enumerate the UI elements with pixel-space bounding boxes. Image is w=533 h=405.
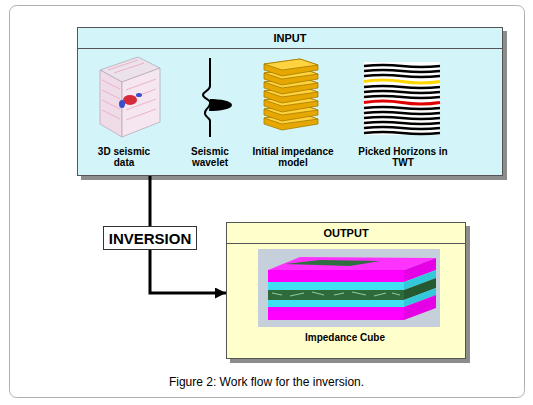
node-title: INPUT	[78, 28, 502, 49]
anomaly-red	[123, 95, 137, 105]
image-caption: Seismic wavelet	[182, 146, 238, 168]
flow-arrow	[150, 250, 226, 293]
anomaly-blue	[119, 100, 125, 108]
model-layer	[264, 77, 318, 94]
cube-panel	[258, 249, 440, 327]
cube-top-band	[285, 260, 380, 266]
model-layer	[264, 113, 318, 124]
cube-side	[122, 68, 160, 137]
figure-frame	[10, 6, 525, 398]
seismic-cube-art	[100, 57, 160, 137]
model-layer	[264, 68, 318, 79]
model-layer	[264, 104, 318, 121]
cube-side-magenta	[404, 295, 436, 320]
cube-texture	[272, 292, 400, 296]
cube-layer-cyan	[268, 282, 404, 290]
cube-layer-cyan	[268, 300, 404, 307]
horizon-red	[364, 101, 440, 104]
model-layer	[264, 86, 318, 97]
cube-side-green	[404, 278, 436, 300]
model-layer	[264, 113, 318, 130]
cube-front	[100, 70, 122, 137]
cube-layer-magenta	[268, 270, 404, 282]
process-box: INVERSION	[103, 226, 197, 250]
cube-layer-magenta	[268, 307, 404, 320]
impedance-cube-art	[258, 249, 440, 327]
seismic-reflectors	[364, 65, 440, 134]
image-caption: 3D seismic data	[94, 146, 154, 168]
model-layer	[264, 95, 318, 112]
seismic-traces	[102, 60, 156, 120]
horizon-yellow	[364, 80, 440, 83]
horizon-section-art	[364, 62, 440, 135]
model-layer	[264, 104, 318, 115]
cube-top	[100, 57, 160, 82]
model-layer	[264, 59, 318, 70]
wavelet-art	[203, 58, 232, 137]
model-layer	[264, 68, 318, 85]
node-title: OUTPUT	[227, 223, 465, 244]
image-caption: Picked Horizons in TWT	[355, 146, 451, 168]
model-layer	[264, 95, 318, 106]
cube-layer-green	[268, 290, 404, 300]
figure-caption: Figure 2: Work flow for the inversion.	[16, 375, 517, 389]
model-layer	[264, 77, 318, 88]
image-caption: Initial impedance model	[243, 146, 343, 168]
model-layer	[264, 59, 318, 76]
wavelet-trace	[203, 58, 210, 137]
image-caption: Impedance Cube	[280, 332, 410, 343]
layer-stack-art	[264, 59, 318, 130]
cube-side-cyan	[404, 288, 436, 307]
anomaly-blue	[136, 93, 142, 97]
model-layer	[264, 86, 318, 103]
cube-side-magenta	[404, 258, 436, 282]
node-title: INVERSION	[109, 230, 192, 247]
cube-top	[268, 257, 436, 270]
flow-arrow	[149, 176, 152, 226]
wavelet-lobe	[209, 99, 232, 111]
cube-side-cyan	[404, 270, 436, 290]
section-background	[364, 62, 440, 135]
